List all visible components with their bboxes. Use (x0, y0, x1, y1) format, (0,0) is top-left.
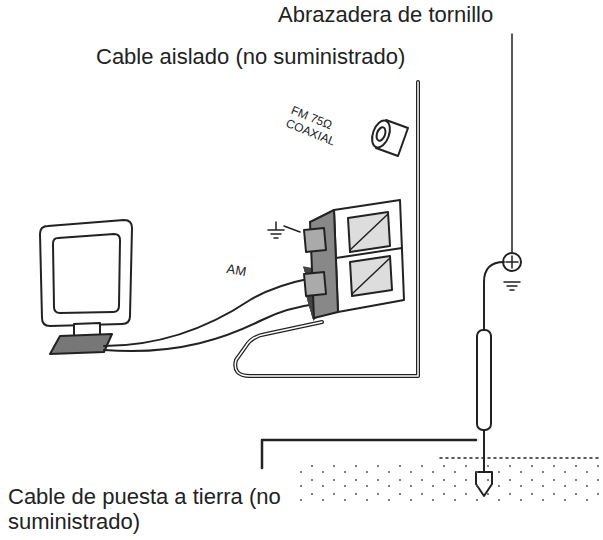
antenna-wire (104, 304, 316, 351)
clamp-leader (511, 34, 513, 252)
cable-label: Cable aislado (no suministrado) (96, 44, 405, 69)
terminal-block (304, 200, 404, 318)
ground-symbol (268, 222, 300, 238)
loop-antenna (40, 220, 132, 354)
ground-surface (440, 457, 600, 459)
terminal-label: FM 75Ω COAXIAL (284, 104, 356, 154)
clamp-label: Abrazadera de tornillo (278, 2, 493, 27)
coaxial-connector (369, 118, 408, 156)
cable-label: Cable de puesta a tierra (no suministrad… (8, 484, 298, 535)
terminal-label: AM (225, 262, 247, 280)
screw-clamp (484, 253, 521, 330)
insulated-cable (235, 82, 418, 376)
